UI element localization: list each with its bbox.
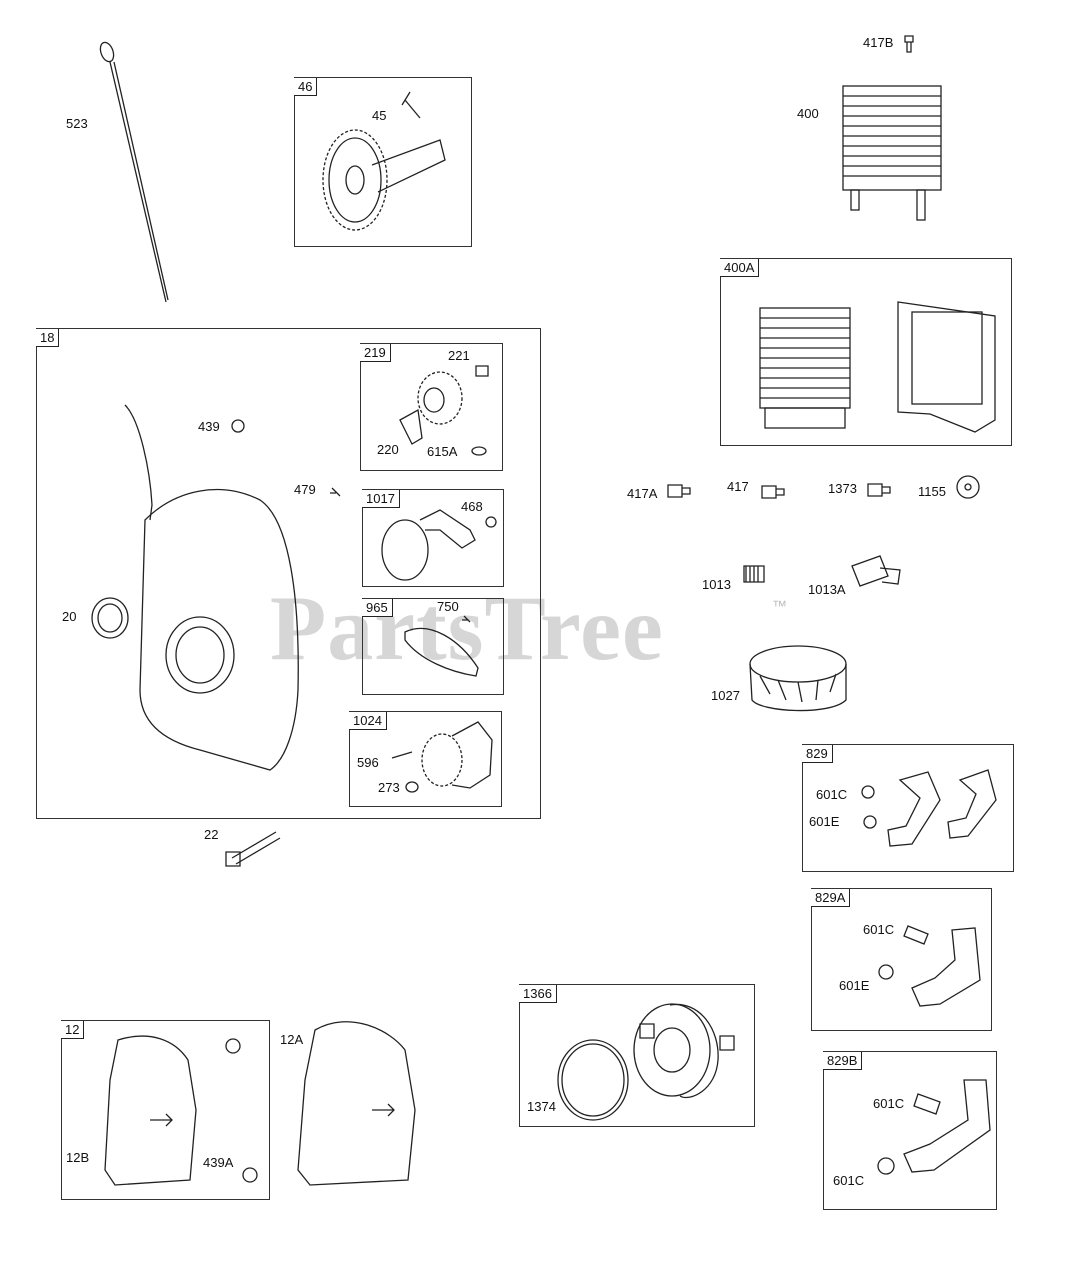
callout-1374: 1374 <box>527 1099 556 1114</box>
hose-kit-829-drawing <box>861 769 997 847</box>
oil-pickup-drawing <box>381 509 497 581</box>
callout-439a: 439A <box>203 1155 234 1170</box>
callout-400: 400 <box>797 106 819 121</box>
callout-601c-829b-bottom: 601C <box>833 1173 865 1188</box>
frame-1017 <box>362 489 504 587</box>
filter-adapter-drawing <box>557 1003 735 1121</box>
callout-1013: 1013 <box>702 577 731 592</box>
gasket-12a-drawing <box>297 1021 416 1186</box>
callout-601c-829: 601C <box>816 787 848 802</box>
callout-20: 20 <box>62 609 77 624</box>
frame-18-tag: 18 <box>36 329 60 347</box>
callout-601c-829a: 601C <box>863 922 895 937</box>
watermark-trademark: ™ <box>772 598 787 615</box>
frame-400a-tag: 400A <box>720 259 760 277</box>
frame-12-tag: 12 <box>61 1021 85 1039</box>
callout-273: 273 <box>378 780 400 795</box>
frame-219 <box>360 343 503 471</box>
callout-22: 22 <box>204 827 219 842</box>
callout-523: 523 <box>66 116 88 131</box>
frame-18 <box>36 328 541 819</box>
frame-1017-tag: 1017 <box>362 490 400 508</box>
frame-829a <box>811 888 992 1031</box>
crankcase-cover-drawing <box>91 404 341 771</box>
callout-596: 596 <box>357 755 379 770</box>
fittings-drawing <box>667 475 980 587</box>
frame-1366-tag: 1366 <box>519 985 557 1003</box>
hose-kit-829b-drawing <box>877 1079 991 1175</box>
governor-gear-drawing <box>399 365 489 456</box>
callout-479: 479 <box>294 482 316 497</box>
callout-417b: 417B <box>863 35 894 50</box>
callout-1373: 1373 <box>828 481 857 496</box>
oil-filter-drawing <box>749 645 847 712</box>
hose-kit-829a-drawing <box>878 925 981 1007</box>
frame-12 <box>61 1020 270 1200</box>
callout-1155: 1155 <box>918 484 946 499</box>
oil-cooler-drawing <box>842 85 942 221</box>
callout-750: 750 <box>437 599 459 614</box>
callout-1027: 1027 <box>711 688 740 703</box>
frame-46-tag: 46 <box>294 78 318 96</box>
frame-829a-tag: 829A <box>811 889 851 907</box>
callout-439: 439 <box>198 419 220 434</box>
screw-417b-drawing <box>904 35 914 53</box>
watermark-text: PartsTree <box>270 577 664 679</box>
frame-400a <box>720 258 1012 446</box>
callout-601c-829b-top: 601C <box>873 1096 905 1111</box>
callout-417a: 417A <box>627 486 658 501</box>
oil-pump-drawing <box>391 721 493 793</box>
frame-829-tag: 829 <box>802 745 833 763</box>
callout-601e-829: 601E <box>809 814 840 829</box>
frame-1024 <box>349 711 502 807</box>
frame-829b-tag: 829B <box>823 1052 863 1070</box>
bolt-22-drawing <box>225 831 281 867</box>
dipstick-drawing <box>99 41 169 303</box>
callout-221: 221 <box>448 348 470 363</box>
callout-468: 468 <box>461 499 483 514</box>
callout-220: 220 <box>377 442 399 457</box>
camshaft-gear-drawing <box>322 91 446 231</box>
gasket-12b-drawing <box>104 1035 258 1186</box>
frame-219-tag: 219 <box>360 344 391 362</box>
callout-12b: 12B <box>66 1150 90 1165</box>
callout-417: 417 <box>727 479 749 494</box>
cover-plate-drawing <box>404 615 479 677</box>
callout-45: 45 <box>372 108 387 123</box>
frame-829 <box>802 744 1014 872</box>
callout-1013a: 1013A <box>808 582 846 597</box>
frame-46 <box>294 77 472 247</box>
callout-615a: 615A <box>427 444 458 459</box>
cooler-kit-drawing <box>759 301 996 433</box>
callout-12a: 12A <box>280 1032 304 1047</box>
frame-965-tag: 965 <box>362 599 393 617</box>
frame-1024-tag: 1024 <box>349 712 387 730</box>
frame-965 <box>362 598 504 695</box>
frame-829b <box>823 1051 997 1210</box>
frame-1366 <box>519 984 755 1127</box>
callout-601e-829a: 601E <box>839 978 870 993</box>
